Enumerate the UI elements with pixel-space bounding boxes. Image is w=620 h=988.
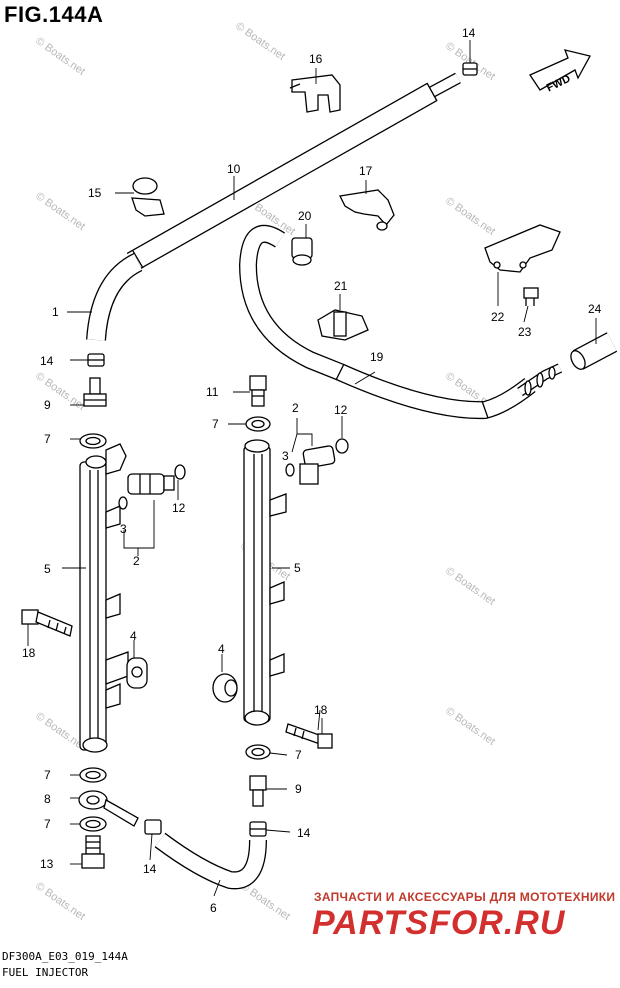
callout-3: 3 <box>120 522 127 536</box>
callout-17: 17 <box>359 164 373 178</box>
return-fuel-hose <box>238 224 563 420</box>
shop-logo: PARTSFOR.RU <box>312 904 566 942</box>
union-bolt <box>81 835 105 869</box>
fuel-injector <box>118 464 186 510</box>
callout-19: 19 <box>370 350 384 364</box>
gasket-ring <box>245 744 271 760</box>
callout-15: 15 <box>88 186 102 200</box>
upper-fuel-hose <box>126 72 461 272</box>
callout-12: 12 <box>172 501 186 515</box>
hose-clamp <box>462 62 478 76</box>
shop-subtitle: ЗАПЧАСТИ И АКСЕССУАРЫ ДЛЯ МОТОТЕХНИКИ <box>314 890 616 904</box>
callout-4: 4 <box>130 629 137 643</box>
callout-5: 5 <box>44 562 51 576</box>
callout-24: 24 <box>588 302 602 316</box>
callout-5: 5 <box>294 561 301 575</box>
callout-2: 2 <box>133 554 140 568</box>
gasket-ring <box>79 816 107 832</box>
hose-clamp-bracket <box>131 177 165 217</box>
callout-16: 16 <box>309 52 323 66</box>
callout-20: 20 <box>298 209 312 223</box>
callout-4: 4 <box>218 642 225 656</box>
callout-11: 11 <box>206 385 219 399</box>
hose-clamp-bracket <box>317 309 369 341</box>
hose-clamp-bracket <box>339 189 395 231</box>
callout-21: 21 <box>334 279 348 293</box>
elbow-fuel-hose <box>86 252 143 341</box>
forward-arrow-icon <box>529 49 591 91</box>
figure-code: DF300A_E03_019_144A <box>2 950 128 963</box>
callout-9: 9 <box>295 782 302 796</box>
callout-13: 13 <box>40 857 54 871</box>
gasket-ring <box>79 433 107 449</box>
callout-10: 10 <box>227 162 241 176</box>
banjo-fitting <box>78 790 139 827</box>
callout-18: 18 <box>314 703 328 717</box>
lower-fuel-hose <box>154 832 267 890</box>
callout-14: 14 <box>297 826 311 840</box>
bolt <box>21 609 73 637</box>
callout-14: 14 <box>143 862 157 876</box>
hose-piece <box>570 332 618 370</box>
union-fitting <box>249 775 267 807</box>
mounting-bracket <box>484 224 561 273</box>
left-fuel-rail <box>79 443 129 753</box>
fuel-injector <box>285 438 349 485</box>
callout-1: 1 <box>52 305 59 319</box>
gasket-ring <box>245 416 271 432</box>
callout-14: 14 <box>462 26 476 40</box>
callout-2: 2 <box>292 401 299 415</box>
callout-7: 7 <box>44 432 51 446</box>
rubber-cushion <box>126 657 148 689</box>
callout-12: 12 <box>334 403 348 417</box>
hose-clamp <box>291 237 313 266</box>
callout-7: 7 <box>44 768 51 782</box>
hose-clamp <box>87 353 105 367</box>
callout-6: 6 <box>210 901 217 915</box>
callout-7: 7 <box>212 417 219 431</box>
callout-23: 23 <box>518 325 532 339</box>
right-fuel-rail <box>243 439 287 726</box>
callout-7: 7 <box>295 748 302 762</box>
callout-9: 9 <box>44 398 51 412</box>
callout-7: 7 <box>44 817 51 831</box>
callout-8: 8 <box>44 792 51 806</box>
bolt <box>523 287 539 306</box>
callout-22: 22 <box>491 310 505 324</box>
callout-18: 18 <box>22 646 36 660</box>
union-fitting <box>249 375 267 407</box>
hose-clamp-bracket <box>289 74 341 113</box>
figure-title: FIG.144A <box>4 2 104 27</box>
gasket-ring <box>79 767 107 783</box>
figure-name: FUEL INJECTOR <box>2 966 89 979</box>
union-fitting <box>83 377 107 407</box>
hose-clamp <box>249 821 267 837</box>
bolt <box>285 723 333 749</box>
leader-lines <box>27 40 597 897</box>
hose-clamp <box>144 819 162 835</box>
rubber-cushion <box>212 673 238 703</box>
callout-14: 14 <box>40 354 54 368</box>
callout-3: 3 <box>282 449 289 463</box>
callout-labels: 1 2 2 3 3 4 4 5 5 6 7 7 7 7 7 8 9 9 10 1… <box>22 26 602 915</box>
